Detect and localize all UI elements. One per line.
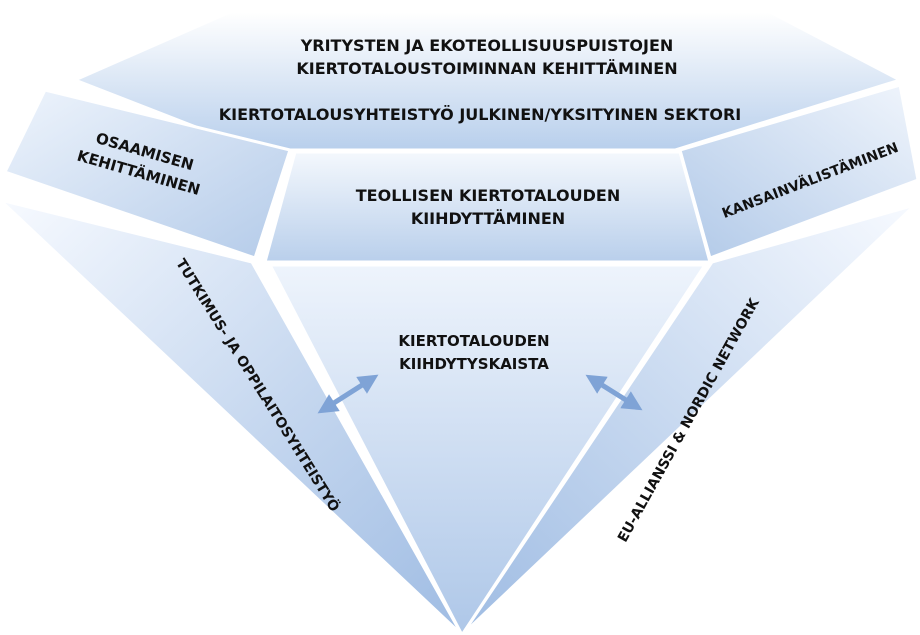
top-subtitle: KIERTOTALOUSYHTEISTYÖ JULKINEN/YKSITYINE…	[219, 105, 741, 124]
center-pavilion-facet	[268, 263, 707, 635]
top-title-line2: KIERTOTALOUSTOIMINNAN KEHITTÄMINEN	[296, 59, 677, 78]
left-pavilion-facet	[0, 198, 464, 635]
right-double-arrow	[585, 374, 643, 411]
top-title-line1: YRITYSTEN JA EKOTEOLLISUUSPUISTOJEN	[300, 36, 674, 55]
right-pavilion-facet	[460, 203, 917, 635]
left-double-arrow	[317, 374, 379, 414]
center-pavilion-line2: KIIHDYTYSKAISTA	[399, 355, 549, 373]
center-crown-line2: KIIHDYTTÄMINEN	[411, 209, 565, 228]
center-pavilion-line1: KIERTOTALOUDEN	[398, 332, 549, 350]
right-crown-facet	[678, 83, 920, 260]
left-crown-facet	[3, 88, 292, 260]
center-crown-facet	[263, 150, 712, 264]
center-crown-line1: TEOLLISEN KIERTOTALOUDEN	[356, 186, 620, 205]
